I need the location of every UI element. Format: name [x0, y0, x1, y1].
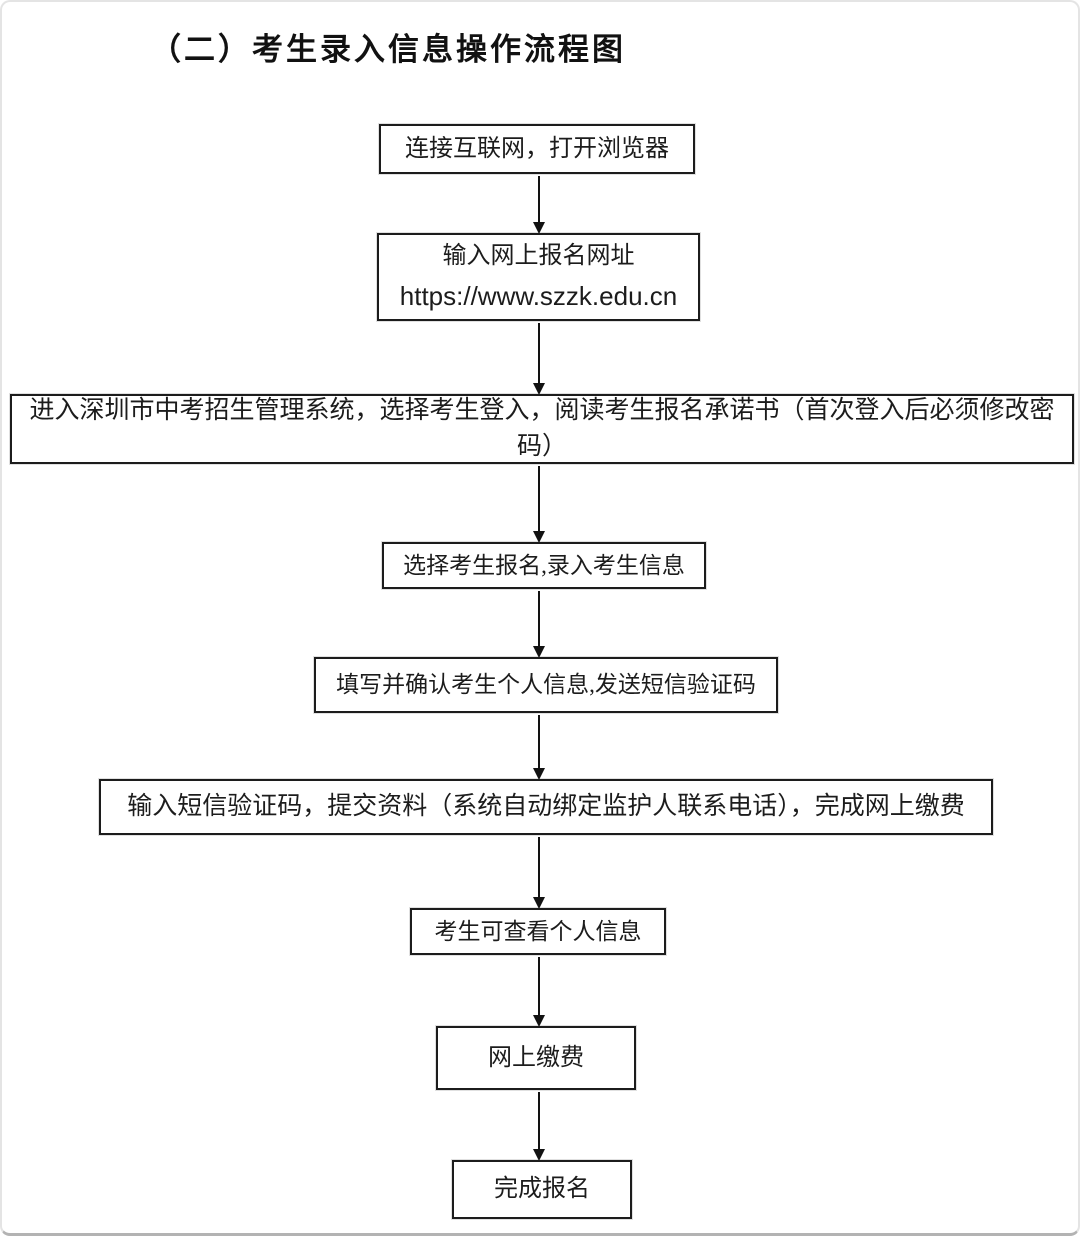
flow-step-fill-confirm-info: 填写并确认考生个人信息,发送短信验证码 [314, 657, 778, 713]
flow-arrow [538, 176, 540, 232]
flow-arrow [538, 466, 540, 541]
flow-step-label: 进入深圳市中考招生管理系统，选择考生登入，阅读考生报名承诺书（首次登入后必须修改… [29, 396, 1055, 460]
flow-arrow [538, 1092, 540, 1159]
flow-step-registration-complete: 完成报名 [452, 1160, 632, 1219]
flow-step-connect-internet: 连接互联网，打开浏览器 [379, 124, 695, 174]
flow-step-login-system: 进入深圳市中考招生管理系统，选择考生登入，阅读考生报名承诺书（首次登入后必须修改… [10, 394, 1074, 464]
flow-step-online-payment: 网上缴费 [436, 1026, 636, 1090]
flow-step-label: 输入短信验证码，提交资料（系统自动绑定监护人联系电话），完成网上缴费 [127, 792, 965, 820]
flow-arrow [538, 957, 540, 1025]
flow-step-view-personal-info: 考生可查看个人信息 [410, 908, 666, 955]
page-title: （二）考生录入信息操作流程图 [150, 32, 626, 67]
flow-step-label: 网上缴费 [488, 1044, 584, 1071]
flow-step-submit-materials: 输入短信验证码，提交资料（系统自动绑定监护人联系电话），完成网上缴费 [99, 779, 993, 835]
flow-arrow [538, 591, 540, 656]
flow-step-label: 选择考生报名,录入考生信息 [403, 552, 685, 578]
flow-arrow [538, 715, 540, 778]
flow-step-select-registration: 选择考生报名,录入考生信息 [382, 542, 706, 589]
registration-url-text: https://www.szzk.edu.cn [399, 280, 678, 311]
flow-step-enter-url: 输入网上报名网址 https://www.szzk.edu.cn [377, 233, 700, 321]
flow-step-label: 填写并确认考生个人信息,发送短信验证码 [336, 672, 756, 698]
flow-step-label: 连接互联网，打开浏览器 [405, 135, 669, 162]
flow-step-label: 输入网上报名网址 [442, 242, 635, 269]
flow-arrow [538, 837, 540, 907]
flow-step-label: 考生可查看个人信息 [434, 918, 642, 944]
flow-arrow [538, 323, 540, 393]
flow-step-label: 完成报名 [494, 1176, 590, 1203]
